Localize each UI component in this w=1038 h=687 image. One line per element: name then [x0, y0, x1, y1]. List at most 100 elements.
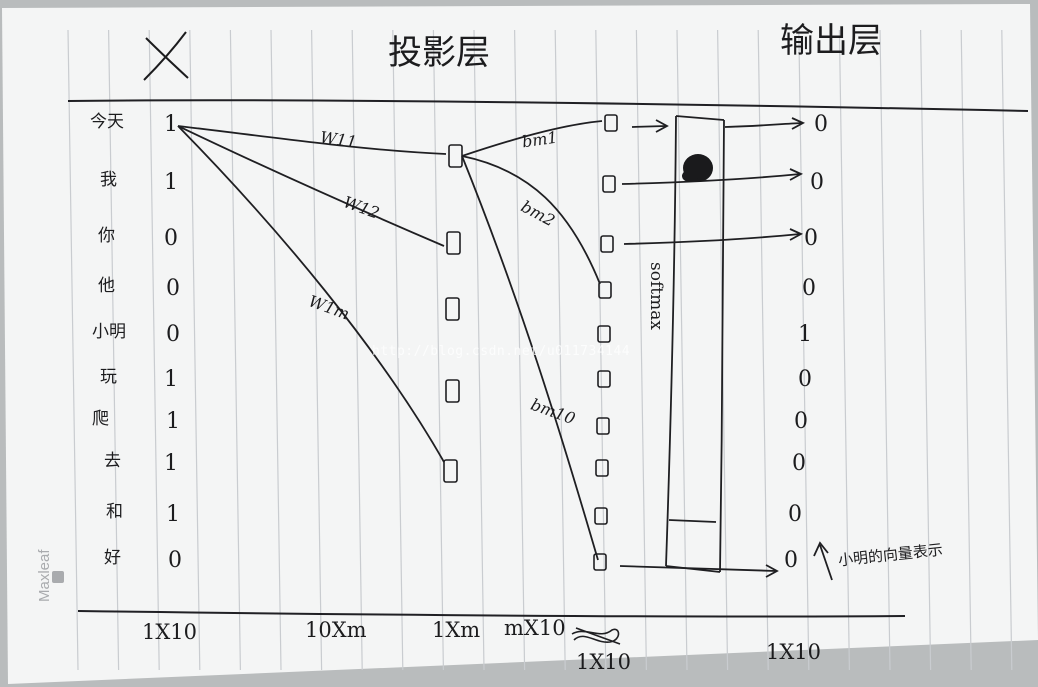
word-3: 他	[98, 276, 115, 296]
ruled-line	[514, 29, 526, 671]
word-4: 小明	[92, 322, 126, 342]
watermark: http://blog.csdn.net/u011734144	[372, 344, 631, 359]
projection-node-2	[445, 297, 460, 321]
scribbled-dim	[571, 627, 621, 645]
projection-node-4	[443, 459, 458, 483]
brand-name: Maxleaf	[36, 549, 53, 602]
word-9: 好	[104, 548, 121, 568]
output-layer-nodes	[593, 114, 618, 571]
arrow-2-head	[789, 168, 804, 181]
ruled-line	[960, 29, 972, 671]
output-value-3: 0	[802, 276, 816, 301]
input-bit-4: 0	[166, 322, 180, 347]
output-layer-node-4	[597, 325, 611, 343]
ruled-line	[1001, 29, 1013, 671]
output-layer-node-9	[593, 553, 607, 571]
output-layer-node-3	[598, 281, 612, 299]
input-bit-7: 1	[164, 451, 178, 476]
input-bit-2: 0	[164, 226, 178, 251]
word-5: 玩	[100, 367, 117, 387]
ruled-line	[189, 29, 201, 671]
arrow-2	[621, 173, 801, 185]
output-value-1: 0	[810, 170, 824, 195]
projection-node-0	[448, 144, 463, 168]
output-value-7: 0	[792, 451, 806, 476]
ruled-line	[920, 29, 932, 671]
ruled-line	[392, 29, 404, 671]
dim-projection-to-output: mX10	[504, 616, 566, 640]
arrow-out-1	[724, 122, 803, 128]
output-layer-node-2	[600, 235, 614, 253]
note-arrow-head	[813, 541, 829, 557]
projection-node-3	[445, 379, 460, 403]
edge-bm2	[461, 155, 601, 285]
output-layer-node-6	[596, 417, 610, 435]
word-2: 你	[98, 226, 115, 246]
projection-layer-title: 投影层	[388, 33, 490, 73]
ruled-line	[757, 29, 769, 671]
ruled-line	[595, 29, 607, 671]
word-8: 和	[106, 502, 123, 522]
softmax-box	[665, 115, 725, 573]
output-value-4: 1	[798, 322, 812, 347]
arrow-out-1-head	[791, 117, 806, 130]
output-value-8: 0	[788, 502, 802, 527]
word-0: 今天	[90, 112, 124, 132]
input-bit-9: 0	[168, 548, 182, 573]
ruled-line	[798, 29, 810, 671]
bottom-rule	[77, 610, 906, 618]
output-value-0: 0	[814, 112, 828, 137]
ruled-line	[635, 29, 647, 671]
ruled-line	[108, 29, 120, 671]
edge-w11	[177, 125, 447, 155]
word-6: 爬	[92, 409, 109, 429]
input-bit-3: 0	[166, 276, 180, 301]
output-value-6: 0	[794, 409, 808, 434]
word-7: 去	[104, 451, 121, 471]
ruled-line	[311, 29, 323, 671]
ruled-line	[67, 29, 79, 671]
arrow-last-head	[765, 564, 779, 578]
ruled-line	[351, 29, 363, 671]
ruled-line	[148, 29, 160, 671]
ruled-line	[676, 29, 688, 671]
connection-lines	[177, 117, 833, 581]
word-1: 我	[100, 170, 117, 190]
projection-nodes	[443, 144, 463, 483]
note-arrow	[819, 544, 833, 581]
input-bit-1: 1	[164, 170, 178, 195]
softmax-label: softmax	[646, 262, 666, 330]
output-layer-node-8	[594, 507, 608, 525]
input-bit-6: 1	[166, 409, 180, 434]
arrow-3	[623, 233, 801, 245]
arrow-1-head	[655, 119, 669, 133]
output-layer-node-0	[604, 114, 618, 132]
output-layer-node-1	[602, 175, 616, 193]
arrow-last	[619, 565, 777, 572]
arrow-3-head	[789, 228, 804, 241]
edge-w12	[177, 125, 445, 247]
output-layer-node-7	[595, 459, 609, 477]
edge-bm10	[461, 155, 599, 561]
dim-input: 1X10	[142, 620, 198, 644]
input-bit-0: 1	[164, 112, 178, 137]
dim-input-to-projection: 10Xm	[305, 618, 367, 642]
ruled-line	[432, 29, 444, 671]
top-rule	[67, 99, 1029, 112]
edge-bm1	[461, 120, 603, 157]
ruled-lines	[67, 29, 1013, 671]
output-layer-node-5	[597, 370, 611, 388]
ruled-line	[229, 29, 241, 671]
ruled-line	[838, 29, 850, 671]
arrow-1	[631, 125, 667, 128]
dim-projection: 1Xm	[432, 618, 481, 642]
projection-node-1	[446, 231, 461, 255]
output-value-2: 0	[804, 226, 818, 251]
dim-output-layer: 1X10	[576, 650, 632, 674]
ruled-line	[473, 29, 485, 671]
x-header-mark	[143, 31, 189, 81]
input-bit-8: 1	[166, 502, 180, 527]
brand-logo-icon	[52, 571, 64, 583]
ruled-line	[879, 29, 891, 671]
